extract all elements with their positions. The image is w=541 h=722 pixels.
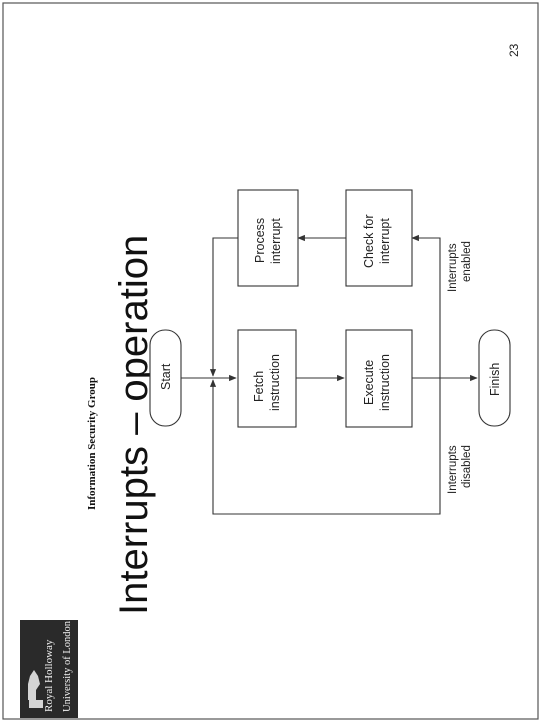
logo-line-2: University of London: [62, 620, 73, 712]
edge-label-disabled-2: disabled: [461, 445, 473, 488]
edge-label-interrupts-disabled: Interrupts disabled: [447, 445, 473, 494]
node-start-label: Start: [159, 363, 173, 390]
node-start: Start: [149, 329, 182, 427]
logo-building-icon: [28, 670, 43, 708]
node-process-interrupt: Process interrupt: [237, 189, 299, 287]
page-number: 23: [507, 43, 521, 57]
node-check-label-2: interrupt: [378, 218, 392, 264]
node-check-interrupt: Check for interrupt: [345, 189, 413, 287]
edge-label-enabled-2: enabled: [461, 241, 473, 282]
diagram-connectors: [181, 234, 478, 515]
node-fetch-label-1: Fetch: [252, 371, 266, 402]
node-execute-instruction: Execute instruction: [345, 329, 413, 428]
edge-label-disabled-1: Interrupts: [447, 445, 459, 494]
edge-execute-to-fetch-disabled: [209, 378, 441, 515]
slide-title: Interrupts – operation: [112, 235, 156, 615]
node-finish-label: Finish: [488, 363, 502, 396]
node-fetch-instruction: Fetch instruction: [237, 329, 297, 428]
node-execute-label-1: Execute: [362, 360, 376, 405]
edge-process-to-fetch: [209, 237, 238, 377]
node-execute-label-2: instruction: [378, 354, 392, 411]
edge-label-interrupts-enabled: Interrupts enabled: [447, 241, 473, 292]
logo-line-1: Royal Holloway: [43, 639, 55, 712]
group-label: Information Security Group: [86, 377, 98, 510]
university-logo: Royal Holloway University of London: [20, 620, 78, 718]
edge-execute-to-check: [411, 234, 441, 378]
node-process-label-1: Process: [253, 218, 267, 263]
edge-label-enabled-1: Interrupts: [447, 243, 459, 292]
node-check-label-1: Check for: [362, 215, 376, 269]
node-process-label-2: interrupt: [269, 218, 283, 264]
node-finish: Finish: [478, 329, 511, 427]
node-fetch-label-2: instruction: [268, 354, 282, 411]
